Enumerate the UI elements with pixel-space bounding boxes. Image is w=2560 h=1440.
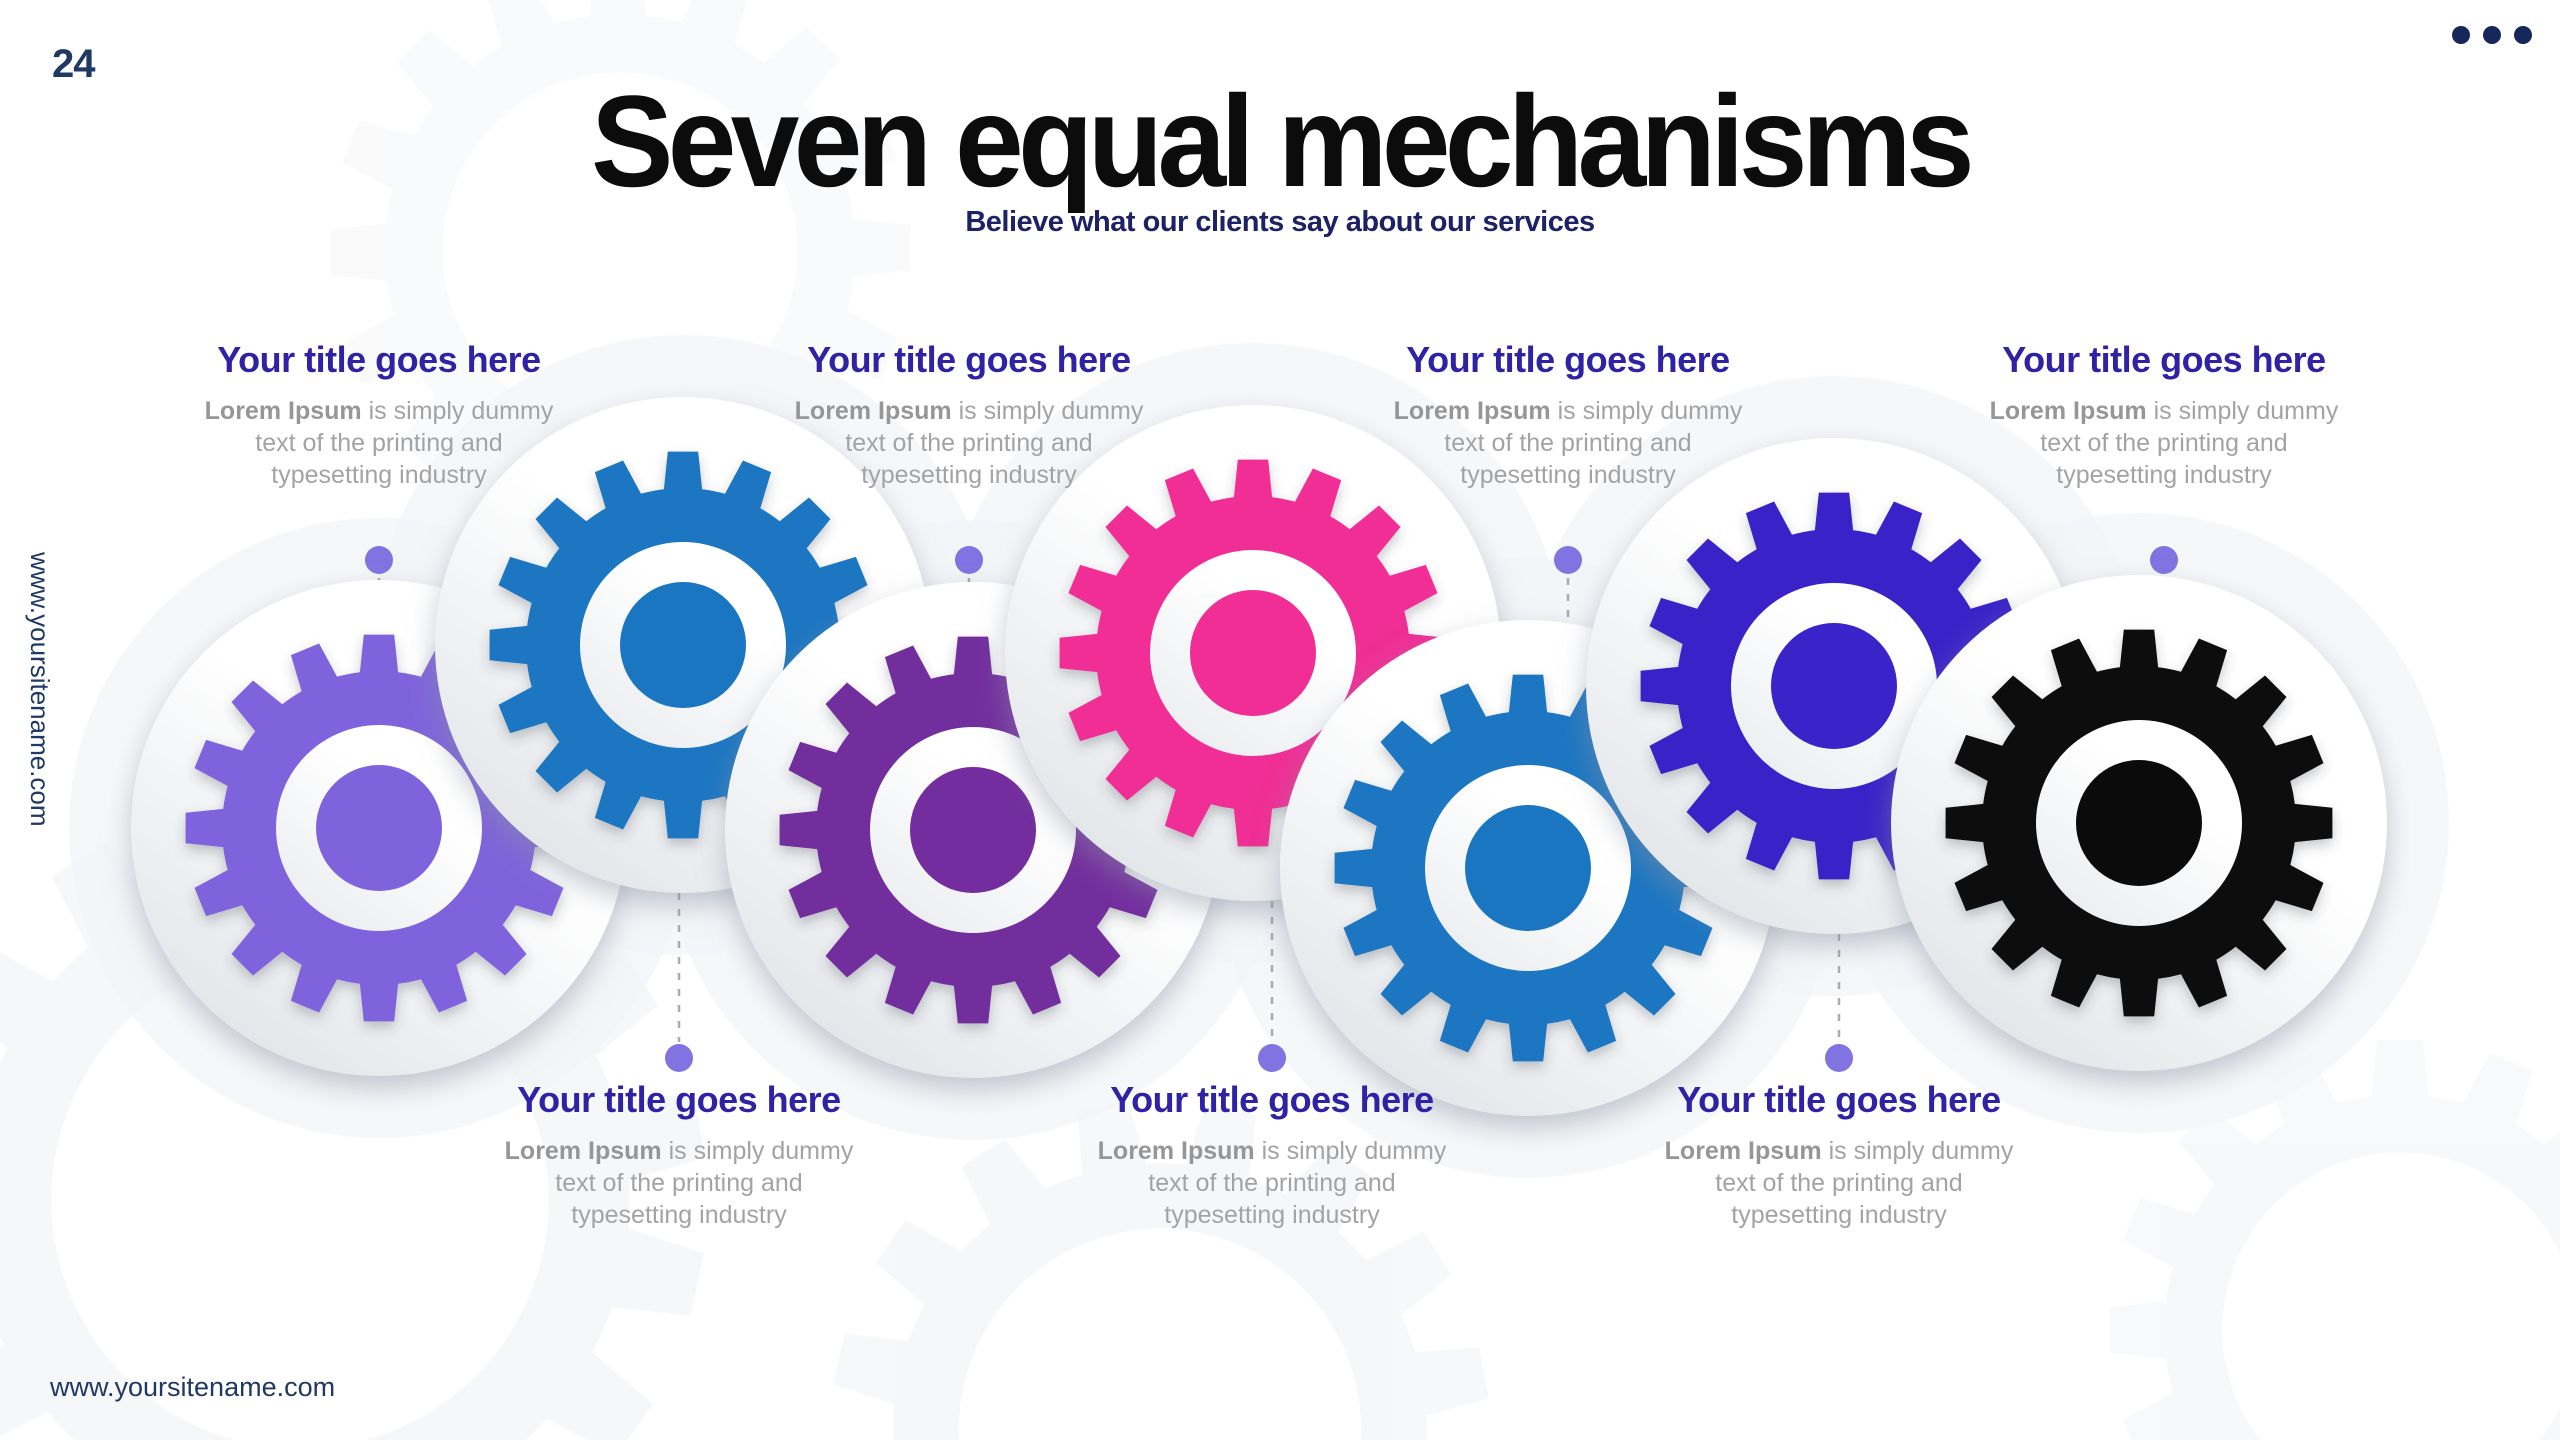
gear-7-icon — [1891, 575, 2387, 1071]
item-title: Your title goes here — [2002, 339, 2326, 380]
watermark-gear-icon — [831, 1101, 1489, 1440]
connector-dot-icon — [1258, 1044, 1286, 1072]
dot-icon — [2483, 26, 2501, 44]
mechanism-7-label: Your title goes here Lorem Ipsum is simp… — [1944, 338, 2384, 491]
item-body: Lorem Ipsum is simply dummy text of the … — [1664, 1137, 2014, 1230]
website-link-vertical: www.yoursitename.com — [25, 552, 55, 827]
connector-dot-icon — [2150, 546, 2178, 574]
connector-dot-icon — [365, 546, 393, 574]
gear-2-icon — [435, 397, 931, 893]
item-title: Your title goes here — [1406, 339, 1730, 380]
dot-icon — [2452, 26, 2470, 44]
item-body: Lorem Ipsum is simply dummy text of the … — [504, 1137, 854, 1230]
item-title: Your title goes here — [517, 1079, 841, 1120]
slide-subtitle: Believe what our clients say about our s… — [965, 206, 1595, 238]
item-body: Lorem Ipsum is simply dummy text of the … — [794, 397, 1144, 490]
mechanism-3-label: Your title goes here Lorem Ipsum is simp… — [749, 338, 1189, 491]
mechanism-2-label: Your title goes here Lorem Ipsum is simp… — [459, 1078, 899, 1231]
connector-dot-icon — [1554, 546, 1582, 574]
connector-dot-icon — [665, 1044, 693, 1072]
item-title: Your title goes here — [807, 339, 1131, 380]
gears — [131, 397, 2387, 1116]
connector-dot-icon — [955, 546, 983, 574]
mechanism-5-label: Your title goes here Lorem Ipsum is simp… — [1348, 338, 1788, 491]
website-link[interactable]: www.yoursitename.com — [50, 1372, 336, 1402]
mechanism-4-label: Your title goes here Lorem Ipsum is simp… — [1052, 1078, 1492, 1231]
connector-dot-icon — [1825, 1044, 1853, 1072]
item-title: Your title goes here — [217, 339, 541, 380]
more-options-icon[interactable] — [2452, 26, 2532, 44]
mechanism-6-connector — [1825, 870, 1853, 1072]
item-title: Your title goes here — [1677, 1079, 2001, 1120]
mechanism-6-label: Your title goes here Lorem Ipsum is simp… — [1619, 1078, 2059, 1231]
page-number: 24 — [52, 42, 95, 86]
item-body: Lorem Ipsum is simply dummy text of the … — [204, 397, 554, 490]
item-body: Lorem Ipsum is simply dummy text of the … — [1989, 397, 2339, 490]
item-body: Lorem Ipsum is simply dummy text of the … — [1393, 397, 1743, 490]
item-title: Your title goes here — [1110, 1079, 1434, 1120]
dot-icon — [2514, 26, 2532, 44]
item-body: Lorem Ipsum is simply dummy text of the … — [1097, 1137, 1447, 1230]
slide-title: Seven equal mechanisms — [591, 68, 1975, 214]
watermark-gear-icon — [2109, 1039, 2560, 1440]
mechanism-1-label: Your title goes here Lorem Ipsum is simp… — [159, 338, 599, 491]
